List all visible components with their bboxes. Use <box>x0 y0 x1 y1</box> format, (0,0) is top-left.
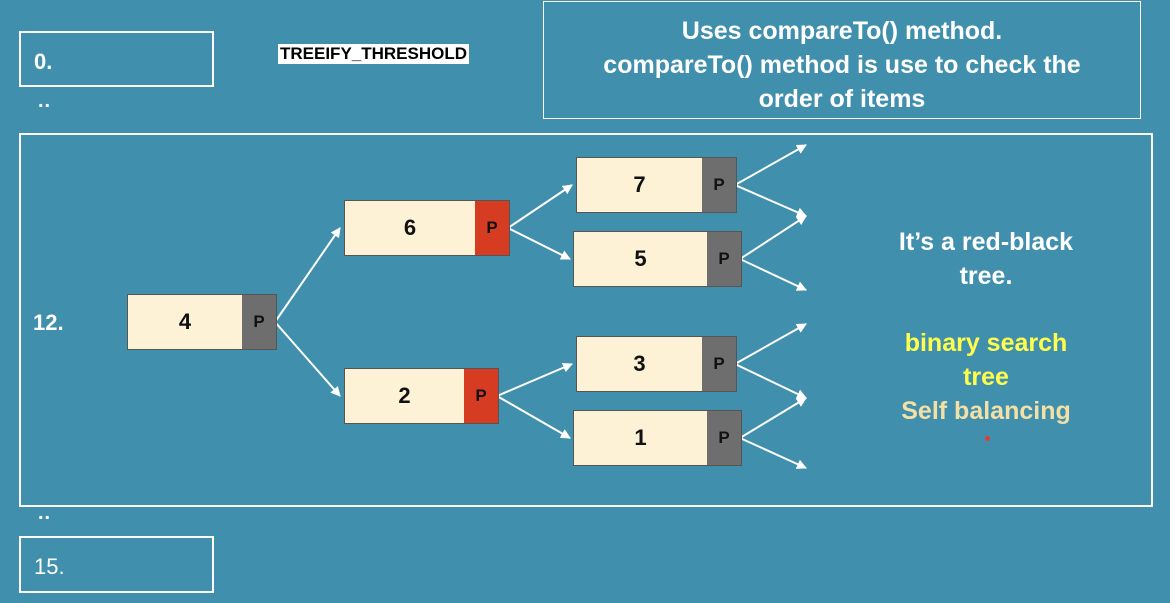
arrow-5-out-up <box>739 215 807 260</box>
bucket-ellipsis-bottom: .. <box>38 502 52 524</box>
bucket-15: 15. <box>19 536 214 593</box>
arrow-1-out-up <box>739 397 807 439</box>
bucket-ellipsis-top: .. <box>38 90 52 112</box>
tree-node-1: 1 P <box>573 410 742 466</box>
treeify-threshold-label: TREEIFY_THRESHOLD <box>278 44 470 64</box>
node-pointer: P <box>475 201 509 255</box>
arrow-6-to-5 <box>507 227 571 260</box>
node-value: 2 <box>345 369 464 423</box>
note-line-1: Uses compareTo() method. <box>681 17 1003 45</box>
node-pointer: P <box>707 232 741 286</box>
node-pointer: P <box>464 369 498 423</box>
node-value: 6 <box>345 201 475 255</box>
node-value: 3 <box>577 337 702 391</box>
arrow-1-out-down <box>739 437 807 469</box>
compare-to-note: Uses compareTo() method. compareTo() met… <box>543 1 1141 119</box>
pointer-dot <box>985 436 990 441</box>
note-line-2: compareTo() method is use to check the <box>603 51 1081 79</box>
bucket-0-label: 0. <box>34 49 53 74</box>
red-black-tree-caption: It’s a red-black tree. <box>850 225 1122 293</box>
bucket-12-frame <box>19 133 1153 507</box>
node-pointer: P <box>702 158 736 212</box>
tree-node-root: 4 P <box>127 294 277 350</box>
node-value: 1 <box>574 411 707 465</box>
arrow-7-out-down <box>734 184 807 217</box>
tree-node-3: 3 P <box>576 336 737 392</box>
arrow-3-out-down <box>734 363 807 399</box>
arrow-2-to-3 <box>496 362 573 397</box>
caption-line-1: binary search <box>904 329 1068 357</box>
binary-search-tree-caption: binary search tree <box>850 326 1122 394</box>
arrow-root-to-2 <box>274 321 341 397</box>
node-pointer: P <box>242 295 276 349</box>
arrow-2-to-1 <box>496 395 571 439</box>
node-pointer: P <box>702 337 736 391</box>
tree-node-6: 6 P <box>344 200 510 256</box>
node-value: 5 <box>574 232 707 286</box>
arrow-root-to-6 <box>274 227 341 323</box>
node-pointer: P <box>707 411 741 465</box>
arrow-6-to-7 <box>507 184 573 229</box>
tree-node-7: 7 P <box>576 157 737 213</box>
arrow-5-out-down <box>739 258 807 291</box>
bucket-12-label: 12. <box>33 310 64 335</box>
bucket-15-label: 15. <box>34 554 65 579</box>
caption-line-2: tree <box>963 363 1009 391</box>
node-value: 7 <box>577 158 702 212</box>
caption-line-1: It’s a red-black <box>898 228 1074 256</box>
arrow-7-out-up <box>734 144 807 186</box>
caption-line-2: tree. <box>959 262 1013 290</box>
note-line-3: order of items <box>758 85 926 113</box>
self-balancing-caption: Self balancing <box>901 397 1071 425</box>
tree-node-5: 5 P <box>573 231 742 287</box>
tree-node-2: 2 P <box>344 368 499 424</box>
arrow-3-out-up <box>734 323 807 365</box>
bucket-0: 0. <box>19 31 214 87</box>
node-value: 4 <box>128 295 242 349</box>
